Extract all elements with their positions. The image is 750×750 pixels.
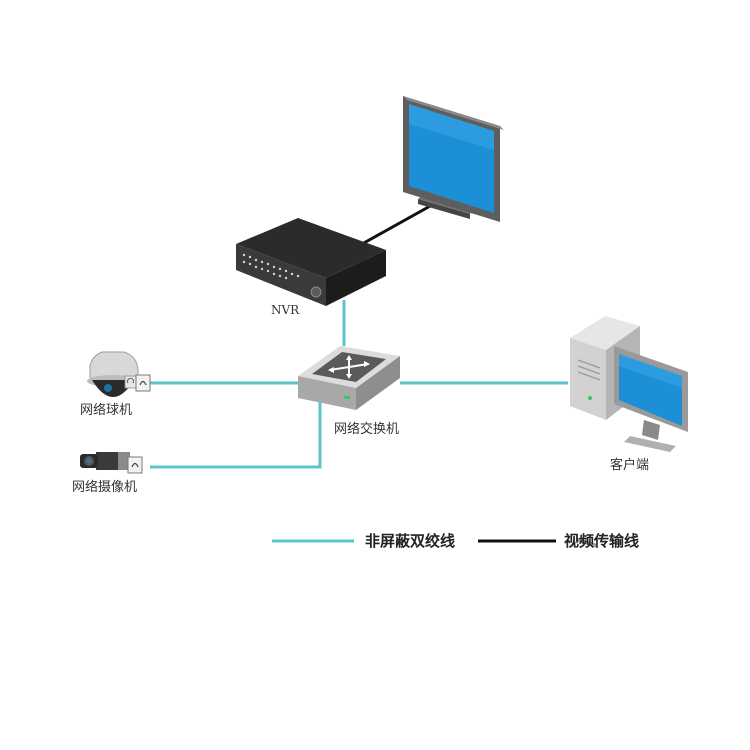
desktop-pc-icon: [570, 316, 688, 548]
network-switch-icon: [298, 346, 400, 410]
nvr-label: NVR: [271, 303, 300, 317]
switch-label: 网络交换机: [334, 422, 400, 437]
client-label: 客户端: [610, 458, 650, 473]
bullet-camera-label: 网络摄像机: [72, 480, 138, 495]
monitor-icon: [403, 96, 504, 222]
dome-camera-label: 网络球机: [80, 403, 133, 418]
video-cable-nvr-monitor: [361, 203, 433, 246]
legend-label-video-cable: 视频传输线: [564, 532, 640, 550]
legend-label-network-cable: 非屏蔽双绞线: [365, 532, 456, 550]
ethernet-port-icon: [135, 374, 151, 392]
bullet-camera-icon: [80, 452, 130, 470]
dome-camera-icon: [87, 351, 139, 397]
connection-lines: [150, 203, 568, 469]
network-cable-bullet-switch: [150, 390, 322, 469]
nvr-recorder-icon: [236, 218, 386, 306]
ethernet-port-icon: [127, 456, 143, 474]
